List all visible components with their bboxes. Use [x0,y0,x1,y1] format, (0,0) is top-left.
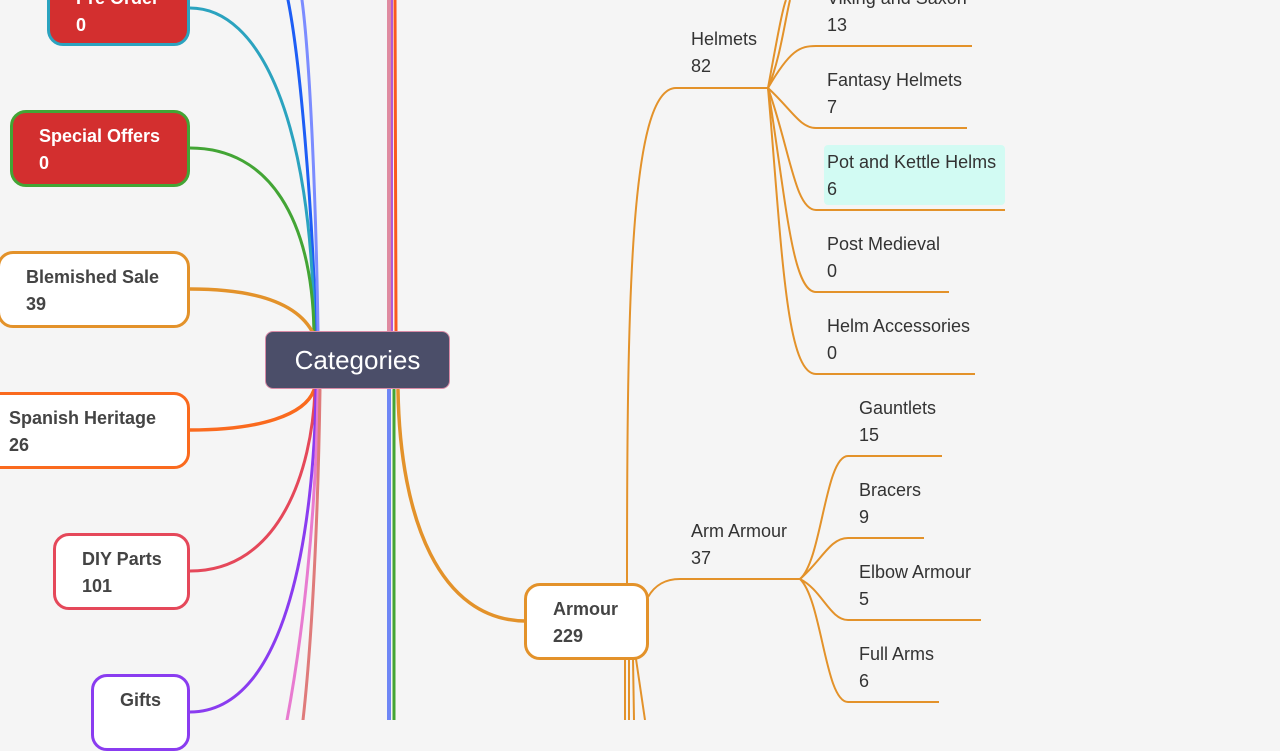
leaf-full-arms[interactable]: Full Arms 6 [859,641,934,695]
leaf-label: Viking and Saxon [827,0,967,12]
leaf-count: 6 [859,671,870,691]
subtopic-count: 37 [691,548,712,568]
branch-armour[interactable]: Armour 229 [524,583,649,660]
root-label: Categories [294,345,421,375]
leaf-label: Gauntlets [859,398,937,418]
leaf-fantasy-helmets[interactable]: Fantasy Helmets 7 [827,67,962,121]
branch-count: 39 [26,294,47,314]
leaf-gauntlets[interactable]: Gauntlets 15 [859,395,936,449]
leaf-count: 13 [827,15,848,35]
branch-count: 0 [39,153,50,173]
branch-count: 26 [9,435,30,455]
branch-label: DIY Parts [82,549,162,569]
leaf-label: Fantasy Helmets [827,70,963,90]
leaf-elbow-armour[interactable]: Elbow Armour 5 [859,559,971,613]
root-node-categories[interactable]: Categories [265,331,450,389]
connector-lines [188,0,1005,720]
leaf-label: Elbow Armour [859,562,972,582]
leaf-count: 0 [827,261,838,281]
branch-label: Gifts [120,690,162,710]
leaf-pot-and-kettle-helms[interactable]: Pot and Kettle Helms 6 [824,145,1005,205]
leaf-count: 15 [859,425,880,445]
branch-label: Blemished Sale [26,267,160,287]
subtopic-label: Helmets [691,29,758,49]
branch-special-offers[interactable]: Special Offers 0 [10,110,190,187]
leaf-label: Helm Accessories [827,316,971,336]
subtopic-label: Arm Armour [691,521,788,541]
leaf-label: Post Medieval [827,234,941,254]
leaf-label: Full Arms [859,644,935,664]
leaf-count: 6 [827,179,838,199]
leaf-count: 5 [859,589,870,609]
branch-diy-parts[interactable]: DIY Parts 101 [53,533,190,610]
branch-count: 101 [82,576,113,596]
leaf-bracers[interactable]: Bracers 9 [859,477,921,531]
branch-label: Armour [553,599,619,619]
branch-gifts[interactable]: Gifts [91,674,190,751]
branch-blemished-sale[interactable]: Blemished Sale 39 [0,251,190,328]
leaf-viking-and-saxon[interactable]: Viking and Saxon 13 [827,0,967,39]
subtopic-count: 82 [691,56,712,76]
leaf-label: Pot and Kettle Helms [827,152,997,172]
branch-label: Pre Order [76,0,187,12]
leaf-helm-accessories[interactable]: Helm Accessories 0 [827,313,970,367]
leaf-count: 0 [827,343,838,363]
branch-label: Spanish Heritage [9,408,157,428]
branch-label: Special Offers [39,126,161,146]
branch-spanish-heritage[interactable]: Spanish Heritage 26 [0,392,190,469]
leaf-post-medieval[interactable]: Post Medieval 0 [827,231,940,285]
branch-count: 0 [76,15,87,35]
leaf-count: 7 [827,97,838,117]
subtopic-arm-armour[interactable]: Arm Armour 37 [691,518,787,572]
branch-count: 229 [553,626,584,646]
leaf-label: Bracers [859,480,922,500]
leaf-count: 9 [859,507,870,527]
branch-pre-order[interactable]: Pre Order 0 [47,0,190,46]
subtopic-helmets[interactable]: Helmets 82 [691,26,757,80]
